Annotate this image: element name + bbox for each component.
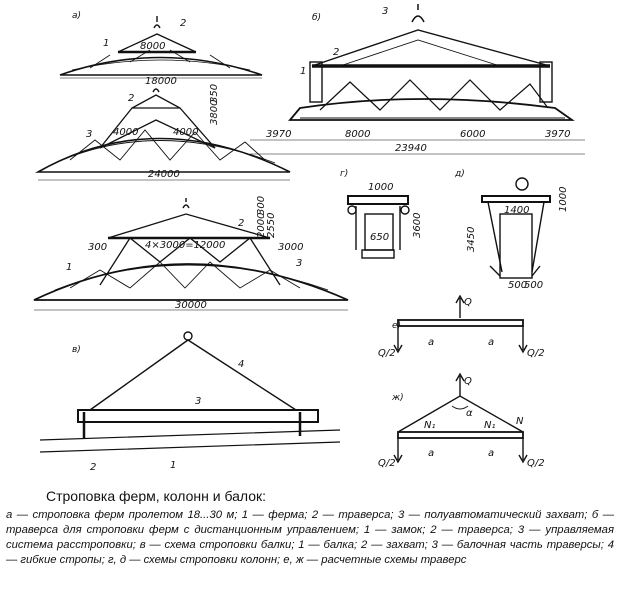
caption-title: Строповка ферм, колонн и балок: [46,488,267,504]
figure-caption: Строповка ферм, колонн и балок: а — стро… [6,488,614,568]
panel-label-e: е) [392,321,401,331]
dim-a2-left: 4000 [113,127,138,138]
dim-a3-right: 3000 [278,242,303,253]
panel-label-zh: ж) [391,393,404,403]
caption-text: а — строповка ферм пролетом 18...30 м; 1… [6,509,614,566]
traverse-8000 [117,16,197,54]
dim-g-inner: 650 [370,232,389,243]
panel-label-a: а) [72,11,81,21]
panel-label-v: в) [72,345,81,355]
truss-30000 [33,261,349,301]
dim-d-b2: 500 [524,280,543,291]
dim-a-span: 18000 [145,76,177,87]
force-n1-right: N₁ [484,420,496,431]
callout-4-v: 4 [238,359,244,370]
label-a-left-zh: a [428,448,434,459]
column-sling-g [347,195,410,259]
dim-a3-mid: 4×3000=12000 [145,240,225,251]
callout-3-a3: 3 [296,258,302,269]
callout-2-a2: 2 [128,93,134,104]
truss-remote-traverse [288,4,575,121]
callout-2-v: 2 [90,462,96,473]
dim-a3-span: 30000 [175,300,207,311]
traverse-24000 [99,88,216,149]
truss-18000 [59,49,263,76]
rigging-figure: а) 8000 18000 1 2 4000 4000 350 3800 240… [33,4,585,473]
dim-a2-span: 24000 [148,169,180,180]
column-sling-d [481,177,551,279]
dim-d-top: 1400 [504,205,529,216]
dim-a3-h3: 2550 [266,213,277,238]
callout-3-v: 3 [195,396,201,407]
callout-1-b: 1 [300,66,306,77]
label-a-left-e: a [428,337,434,348]
dim-d-height: 3450 [466,227,477,252]
force-q-e: Q [464,297,472,308]
force-q2-left-e: Q/2 [378,348,396,359]
force-q2-right-e: Q/2 [527,348,545,359]
callout-2-b: 2 [333,47,339,58]
design-scheme-e [393,294,528,354]
panel-label-b: б) [312,13,321,23]
dim-b-total: 23940 [395,143,427,154]
beam-sling-scheme [39,331,341,453]
design-scheme-zh [393,372,528,464]
dim-g-top: 1000 [368,182,393,193]
dim-d-h1: 1000 [558,187,569,212]
callout-1-v: 1 [170,460,176,471]
panel-label-g: г) [340,169,348,179]
dim-g-height: 3600 [412,213,423,238]
callout-1-a: 1 [103,38,109,49]
dim-a3-h1: 300 [256,196,267,215]
dim-a3-left: 300 [88,242,107,253]
traverse-30000 [99,198,281,286]
callout-1-a3: 1 [66,262,72,273]
force-q-zh: Q [464,376,472,387]
dim-b-seg2: 8000 [345,129,370,140]
callout-3-a2: 3 [86,129,92,140]
dim-b-seg4: 3970 [545,129,570,140]
dim-a2-h2: 3800 [209,100,220,125]
callout-2-a3: 2 [238,218,244,229]
force-q2-left-zh: Q/2 [378,458,396,469]
force-n: N [516,416,524,427]
dim-a2-h1: 350 [209,84,220,103]
label-a-right-e: a [488,337,494,348]
dim-b-seg3: 6000 [460,129,485,140]
dim-a3-h2: 2000 [256,213,267,238]
truss-24000 [34,129,291,173]
dim-d-b1: 500 [508,280,527,291]
angle-alpha: α [466,408,473,419]
dim-a2-right: 4000 [173,127,198,138]
dim-a-traverse: 8000 [140,41,165,52]
callout-2-a: 2 [180,18,186,29]
label-a-right-zh: a [488,448,494,459]
force-n1-left: N₁ [424,420,436,431]
dim-b-seg1: 3970 [266,129,291,140]
callout-3-b: 3 [382,6,388,17]
panel-label-d: д) [454,169,465,179]
force-q2-right-zh: Q/2 [527,458,545,469]
